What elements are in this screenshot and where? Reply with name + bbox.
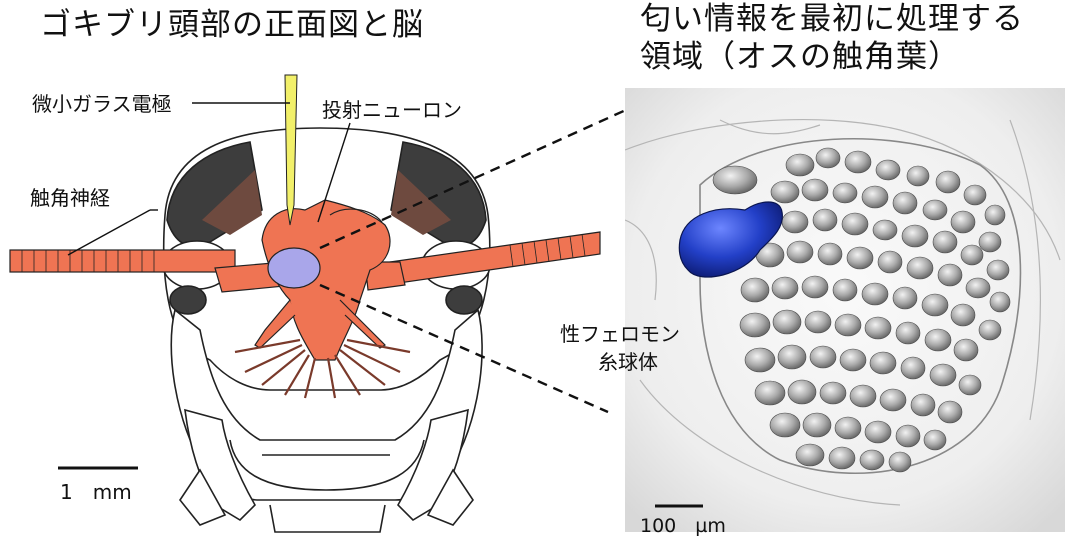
left-scale-label: 1 mm <box>60 480 132 504</box>
right-scale-label: 100 µm <box>640 515 726 538</box>
antennal-lobe-highlight <box>268 248 320 288</box>
antennal-nerve-left <box>10 250 235 272</box>
antennal-nerve-label: 触角神経 <box>30 186 110 210</box>
right-panel-title-line2: 領域（オスの触角葉） <box>640 40 960 76</box>
right-panel-title-line1: 匂い情報を最初に処理する <box>640 2 1024 38</box>
electrode-label: 微小ガラス電極 <box>32 92 172 116</box>
pheromone-glomerulus-label-line2: 糸球体 <box>598 350 658 374</box>
pheromone-glomerulus-label-line1: 性フェロモン <box>560 322 680 346</box>
antennal-lobe-render <box>625 88 1065 532</box>
projection-neuron-label: 投射ニューロン <box>322 98 462 122</box>
